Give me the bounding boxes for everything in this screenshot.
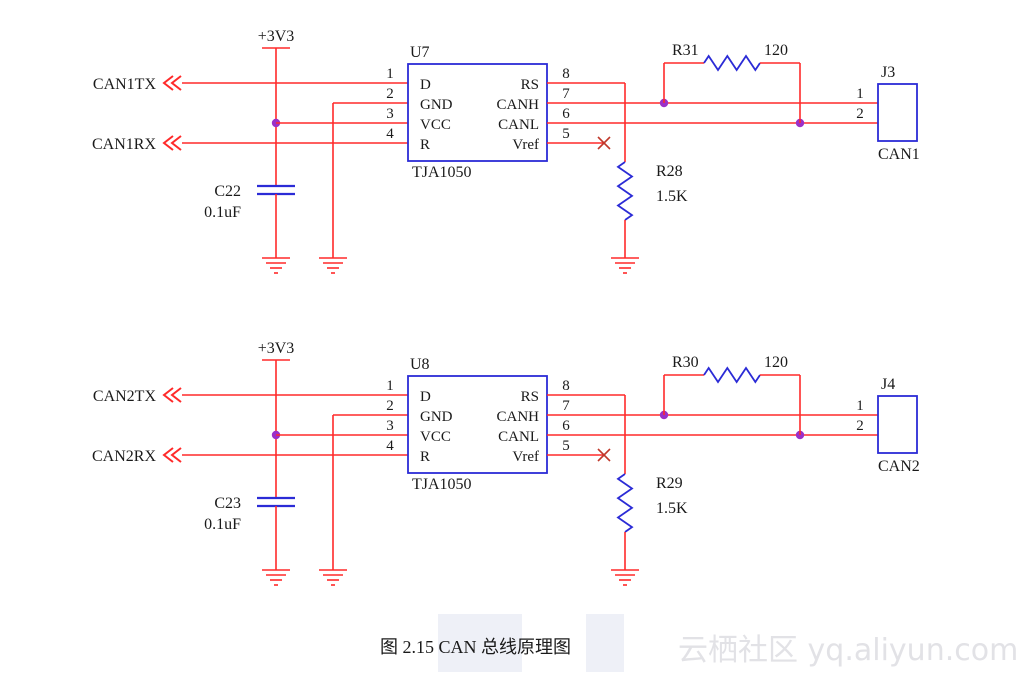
- pin-number: 8: [562, 378, 570, 394]
- supply-label: +3V3: [258, 340, 295, 357]
- connector-pin-number: 2: [856, 418, 864, 434]
- ic-ref: U7: [410, 44, 430, 61]
- pulldown-resistor-ref: R28: [656, 163, 683, 180]
- pin-number: 2: [386, 398, 394, 414]
- pulldown-resistor-ref: R29: [656, 475, 683, 492]
- connector-ref: J4: [881, 376, 895, 393]
- ic-ref: U8: [410, 356, 430, 373]
- pin-number: 5: [562, 438, 570, 454]
- ic-body: [407, 63, 548, 162]
- pin-number: 6: [562, 106, 570, 122]
- connector-ref: J3: [881, 64, 895, 81]
- pulldown-resistor-value: 1.5K: [656, 500, 688, 517]
- connector-body: [877, 83, 918, 142]
- rx-net-label: CAN1RX: [92, 136, 156, 153]
- capacitor-value: 0.1uF: [204, 516, 241, 533]
- pin-name: CANL: [498, 117, 539, 133]
- pin-name: R: [420, 137, 430, 153]
- connector-name: CAN1: [878, 146, 920, 163]
- pin-name: CANH: [496, 409, 539, 425]
- signal-arrow-icon: [162, 447, 174, 463]
- connector-body: [877, 395, 918, 454]
- pin-name: GND: [420, 409, 453, 425]
- circuit-1: +3V3C220.1uFCAN1TXCAN1RXU7TJA10501D2GND3…: [92, 28, 920, 274]
- pin-number: 7: [562, 398, 570, 414]
- tx-net-label: CAN1TX: [93, 76, 157, 93]
- pin-number: 7: [562, 86, 570, 102]
- pin-name: RS: [521, 77, 539, 93]
- pin-number: 8: [562, 66, 570, 82]
- pin-name: VCC: [420, 429, 451, 445]
- pin-number: 1: [386, 66, 394, 82]
- supply-label: +3V3: [258, 28, 295, 45]
- signal-arrow-icon: [170, 75, 182, 91]
- pin-name: VCC: [420, 117, 451, 133]
- no-connect-mark: [597, 136, 611, 150]
- pin-name: GND: [420, 97, 453, 113]
- pin-number: 1: [386, 378, 394, 394]
- tx-net-label: CAN2TX: [93, 388, 157, 405]
- rx-net-label: CAN2RX: [92, 448, 156, 465]
- caption-highlight: [586, 614, 624, 672]
- pulldown-resistor-zigzag: [616, 161, 634, 221]
- capacitor-ref: C22: [214, 183, 241, 200]
- circuits-layer: +3V3C220.1uFCAN1TXCAN1RXU7TJA10501D2GND3…: [92, 28, 920, 586]
- figure-caption: 图 2.15 CAN 总线原理图: [380, 637, 571, 657]
- ic-part-number: TJA1050: [412, 476, 472, 493]
- pin-number: 3: [386, 106, 394, 122]
- signal-arrow-icon: [170, 447, 182, 463]
- circuit-2: +3V3C230.1uFCAN2TXCAN2RXU8TJA10501D2GND3…: [92, 340, 920, 586]
- pin-name: D: [420, 389, 431, 405]
- signal-arrow-icon: [162, 75, 174, 91]
- no-connect-mark: [597, 448, 611, 462]
- signal-arrow-icon: [162, 387, 174, 403]
- pulldown-resistor-zigzag: [616, 473, 634, 533]
- pin-number: 2: [386, 86, 394, 102]
- ic-body: [407, 375, 548, 474]
- connector-pin-number: 1: [856, 86, 864, 102]
- pin-number: 3: [386, 418, 394, 434]
- pin-name: R: [420, 449, 430, 465]
- termination-resistor-ref: R31: [672, 42, 699, 59]
- pin-name: RS: [521, 389, 539, 405]
- pin-name: CANH: [496, 97, 539, 113]
- signal-arrow-icon: [162, 135, 174, 151]
- termination-resistor-zigzag: [703, 366, 761, 384]
- termination-resistor-value: 120: [764, 354, 788, 371]
- connector-name: CAN2: [878, 458, 920, 475]
- pin-name: Vref: [512, 137, 539, 153]
- capacitor-ref: C23: [214, 495, 241, 512]
- ic-part-number: TJA1050: [412, 164, 472, 181]
- pin-number: 4: [386, 126, 394, 142]
- pulldown-resistor-value: 1.5K: [656, 188, 688, 205]
- termination-resistor-ref: R30: [672, 354, 699, 371]
- caption-highlight: [438, 614, 522, 672]
- connector-pin-number: 1: [856, 398, 864, 414]
- pin-number: 4: [386, 438, 394, 454]
- watermark: 云栖社区 yq.aliyun.com: [678, 633, 1018, 668]
- signal-arrow-icon: [170, 387, 182, 403]
- pin-number: 6: [562, 418, 570, 434]
- signal-arrow-icon: [170, 135, 182, 151]
- pin-number: 5: [562, 126, 570, 142]
- termination-resistor-zigzag: [703, 54, 761, 72]
- pin-name: Vref: [512, 449, 539, 465]
- pin-name: D: [420, 77, 431, 93]
- pin-name: CANL: [498, 429, 539, 445]
- termination-resistor-value: 120: [764, 42, 788, 59]
- capacitor-value: 0.1uF: [204, 204, 241, 221]
- connector-pin-number: 2: [856, 106, 864, 122]
